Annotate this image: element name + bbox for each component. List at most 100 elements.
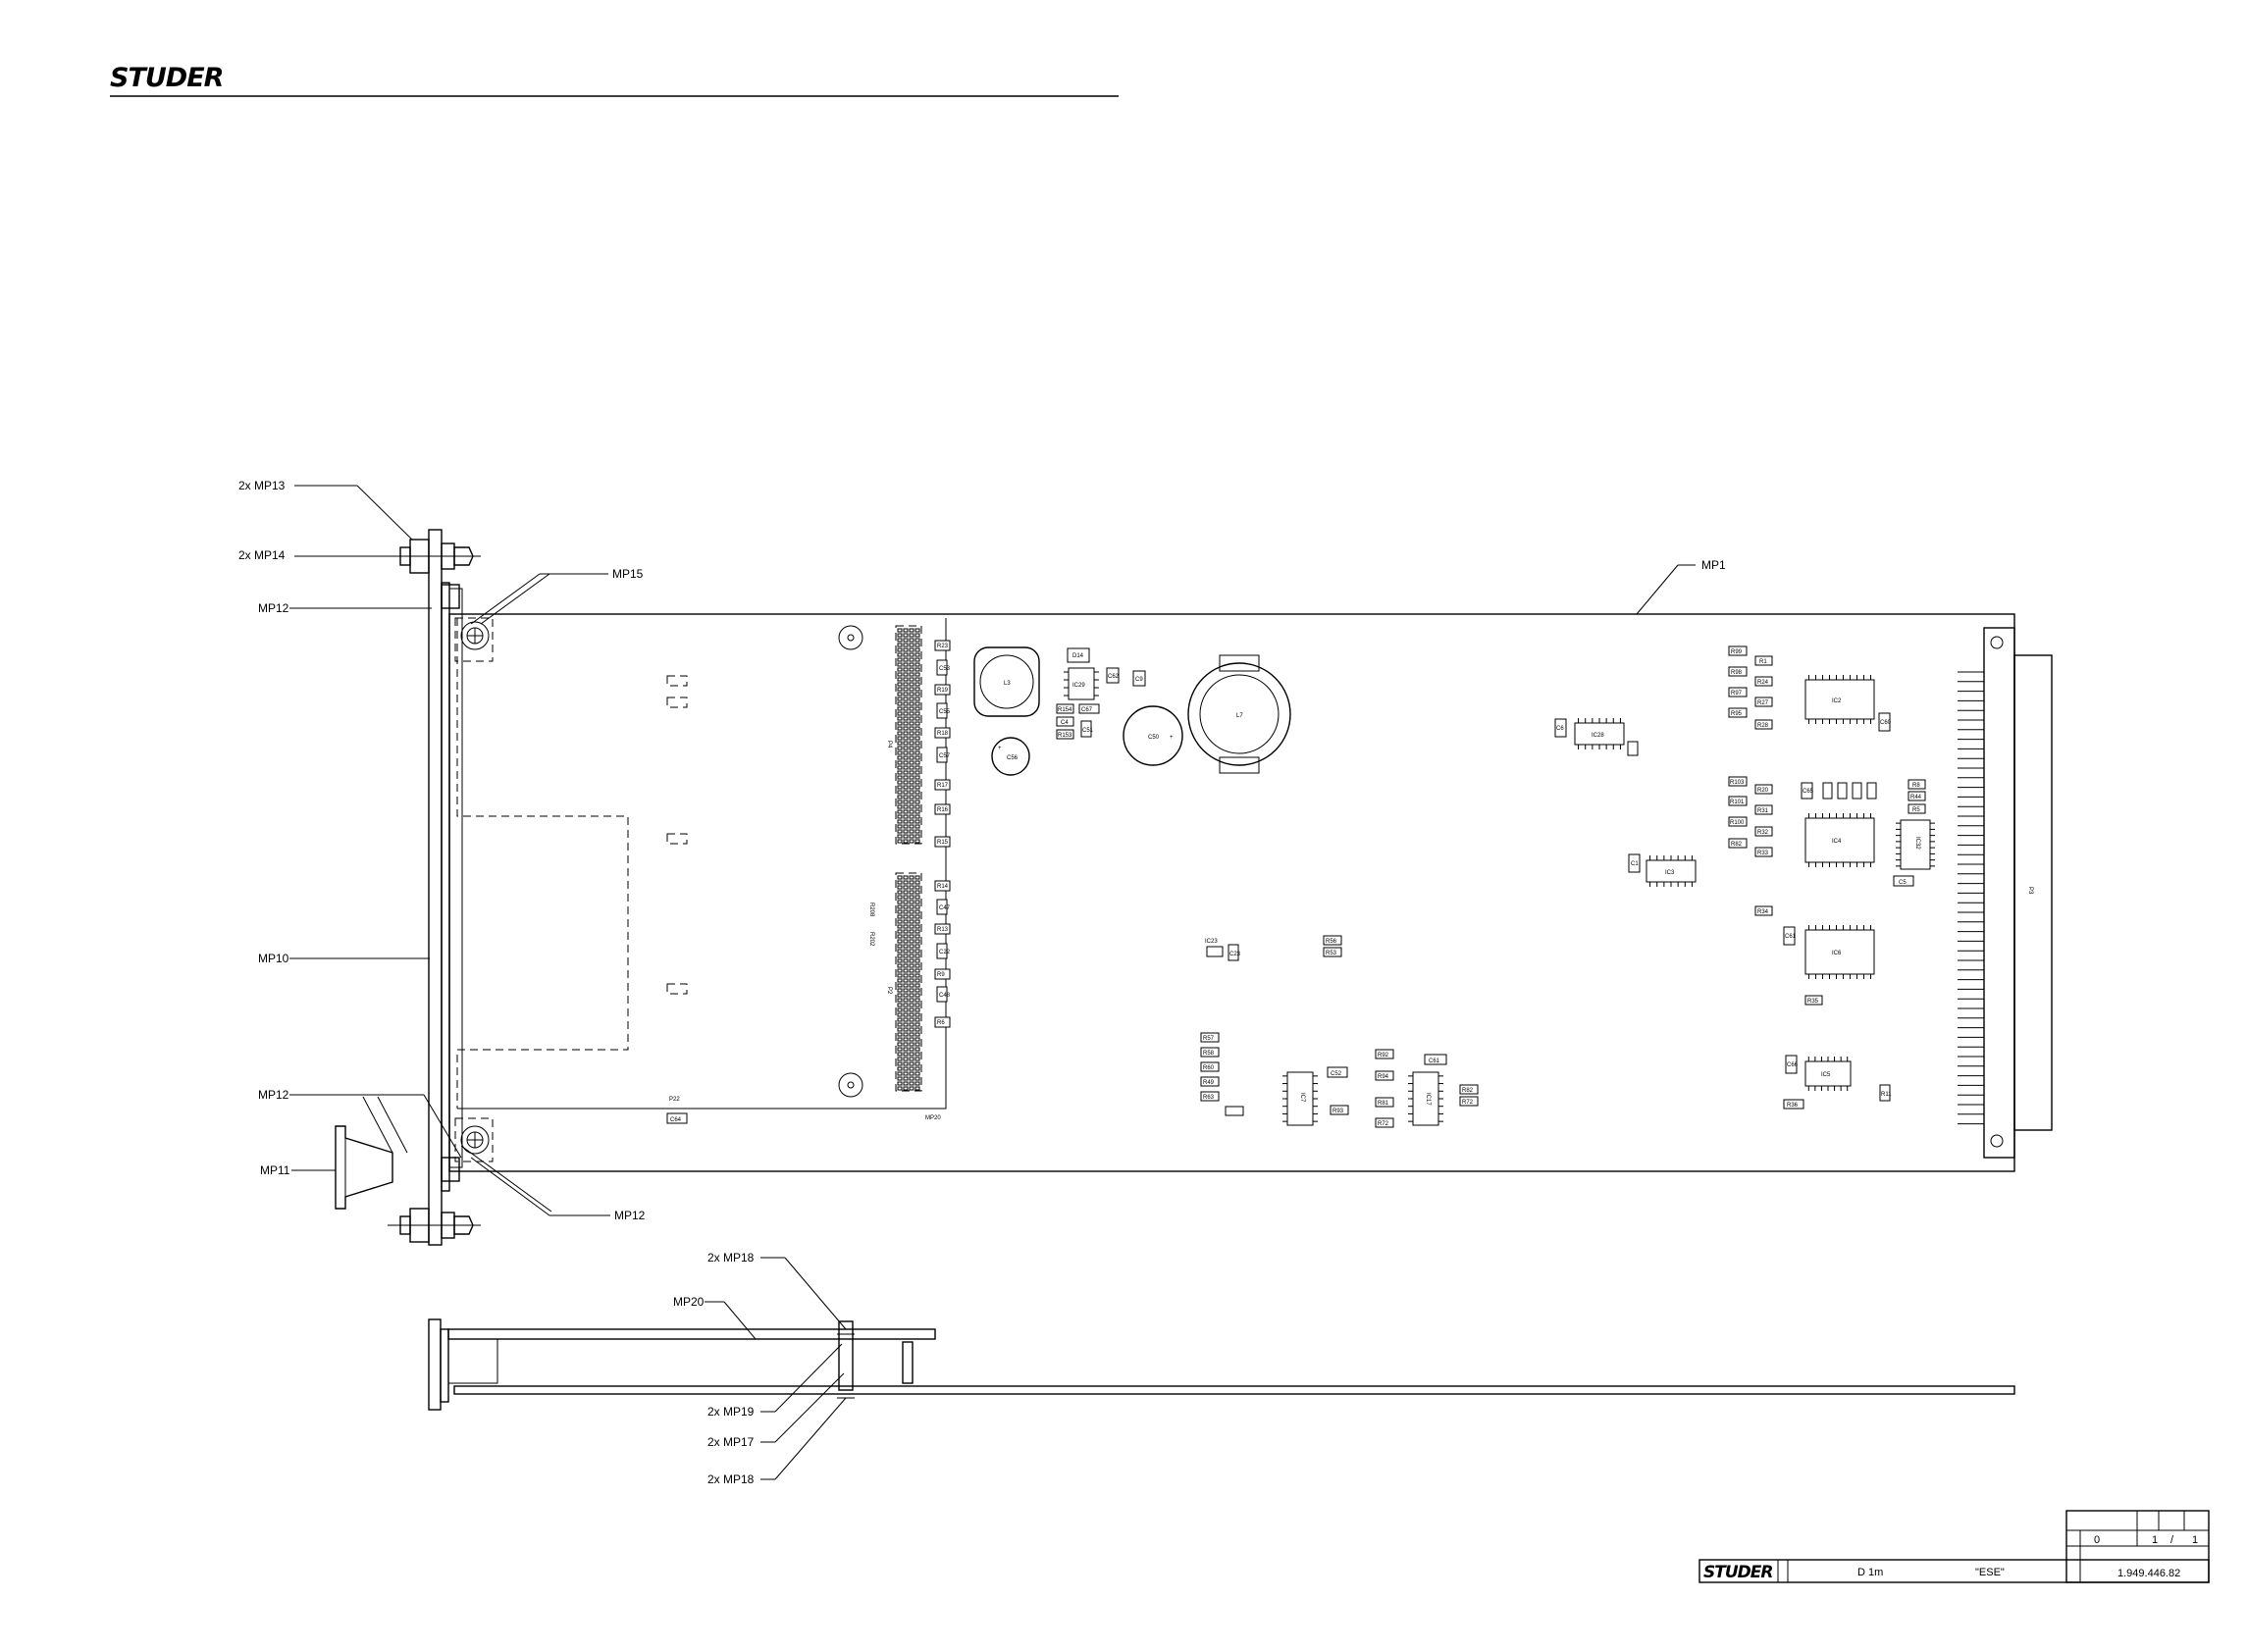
header-pin: [914, 687, 920, 692]
header-pin: [914, 770, 920, 775]
r23-label: R23: [937, 644, 949, 649]
header-pin: [909, 829, 914, 834]
header-pin: [903, 667, 909, 672]
ic6-chip: IC6 C61 R35: [1783, 926, 1875, 1006]
c50-label: C50: [1148, 735, 1160, 741]
header-pin: [909, 988, 914, 993]
p3-label: P3: [2027, 887, 2033, 895]
header-pin: [909, 998, 914, 1003]
r13-label: R13: [937, 927, 949, 933]
header-pin: [909, 716, 914, 721]
svg-text:2x MP14: 2x MP14: [238, 548, 286, 562]
header-pin: [897, 1022, 903, 1027]
callout-mp12-top: MP12: [258, 601, 432, 615]
header-pin: [914, 973, 920, 978]
r49-label: R49: [1203, 1080, 1215, 1086]
header-pin: [897, 657, 903, 662]
header-pin: [903, 880, 909, 885]
header-pin: [909, 909, 914, 914]
header-pin: [914, 1047, 920, 1052]
header-pin: [914, 1022, 920, 1027]
r24-label: R24: [1757, 680, 1769, 686]
header-pin: [909, 647, 914, 652]
header-pin: [914, 795, 920, 800]
header-pin: [909, 800, 914, 804]
header-pin: [909, 895, 914, 900]
header-pin: [909, 875, 914, 880]
header-pin: [903, 662, 909, 667]
header-pin: [897, 824, 903, 829]
header-pin: [897, 973, 903, 978]
header-pin: [903, 677, 909, 682]
header-pin: [914, 839, 920, 844]
r5-label: R5: [1912, 807, 1920, 813]
c47-label: C47: [939, 905, 951, 911]
header-pin: [897, 890, 903, 895]
svg-text:MP12: MP12: [258, 1088, 289, 1102]
mounting-hole-2: [838, 1072, 863, 1098]
header-pin: [909, 770, 914, 775]
header-pin: [897, 924, 903, 929]
header-pin: [903, 978, 909, 983]
header-pin: [903, 701, 909, 706]
r95-label: R95: [1731, 711, 1743, 717]
header-pin: [914, 890, 920, 895]
header-pin: [897, 944, 903, 949]
header-pin: [897, 726, 903, 731]
header-pin: [897, 672, 903, 677]
ic7-ic17-parts: R57 R58 R60 R49 R63 C52 R93 R92 R94 R81 …: [1200, 1032, 1479, 1128]
header-pin: [914, 944, 920, 949]
header-pin: [914, 1066, 920, 1071]
header-pin: [903, 895, 909, 900]
ic23-chip: IC23 C23 R56 R53: [1205, 935, 1342, 961]
header-pin: [897, 958, 903, 963]
r97-label: R97: [1731, 691, 1743, 697]
header-pin: [909, 706, 914, 711]
callout-mp13: 2x MP13: [238, 479, 413, 541]
header-pin: [903, 1086, 909, 1091]
header-pin: [909, 919, 914, 924]
side-view: [428, 1318, 2015, 1411]
header-pin: [914, 998, 920, 1003]
svg-text:2x MP13: 2x MP13: [238, 479, 286, 492]
header-pin: [903, 741, 909, 746]
svg-text:MP12: MP12: [258, 601, 289, 615]
header-pin: [914, 814, 920, 819]
header-pin: [914, 988, 920, 993]
r63-label: R63: [1203, 1095, 1215, 1101]
header-pin: [909, 1022, 914, 1027]
header-pin: [914, 968, 920, 973]
header-pin: [903, 647, 909, 652]
header-pin: [897, 880, 903, 885]
ic23-label: IC23: [1205, 939, 1218, 945]
header-pin: [909, 736, 914, 741]
header-pin: [897, 1086, 903, 1091]
pin-header-p2: [895, 872, 922, 1092]
header-pin: [909, 711, 914, 716]
header-pin: [897, 904, 903, 909]
r58-label: R58: [1203, 1051, 1215, 1057]
header-pin: [897, 954, 903, 958]
header-pin: [897, 900, 903, 904]
header-pin: [909, 726, 914, 731]
header-pin: [914, 978, 920, 983]
header-pin: [914, 800, 920, 804]
header-pin: [897, 682, 903, 687]
header-pin: [914, 672, 920, 677]
header-pin: [903, 697, 909, 701]
header-pin: [909, 834, 914, 839]
header-pin: [914, 983, 920, 988]
header-pin: [903, 726, 909, 731]
c4-label: C4: [1061, 720, 1069, 726]
header-pin: [897, 770, 903, 775]
c66b-label: C61: [1429, 1058, 1440, 1064]
c5-label: C5: [1899, 880, 1907, 886]
header-pin: [903, 672, 909, 677]
r32-label: R32: [1757, 830, 1769, 836]
callout-mp10: MP10: [258, 952, 430, 965]
c64b-label: C52: [1331, 1071, 1342, 1077]
title-block-brand: STUDER: [1703, 1563, 1772, 1582]
r17-label: R17: [937, 783, 949, 789]
header-pin: [903, 998, 909, 1003]
c22-label: C22: [939, 950, 951, 955]
